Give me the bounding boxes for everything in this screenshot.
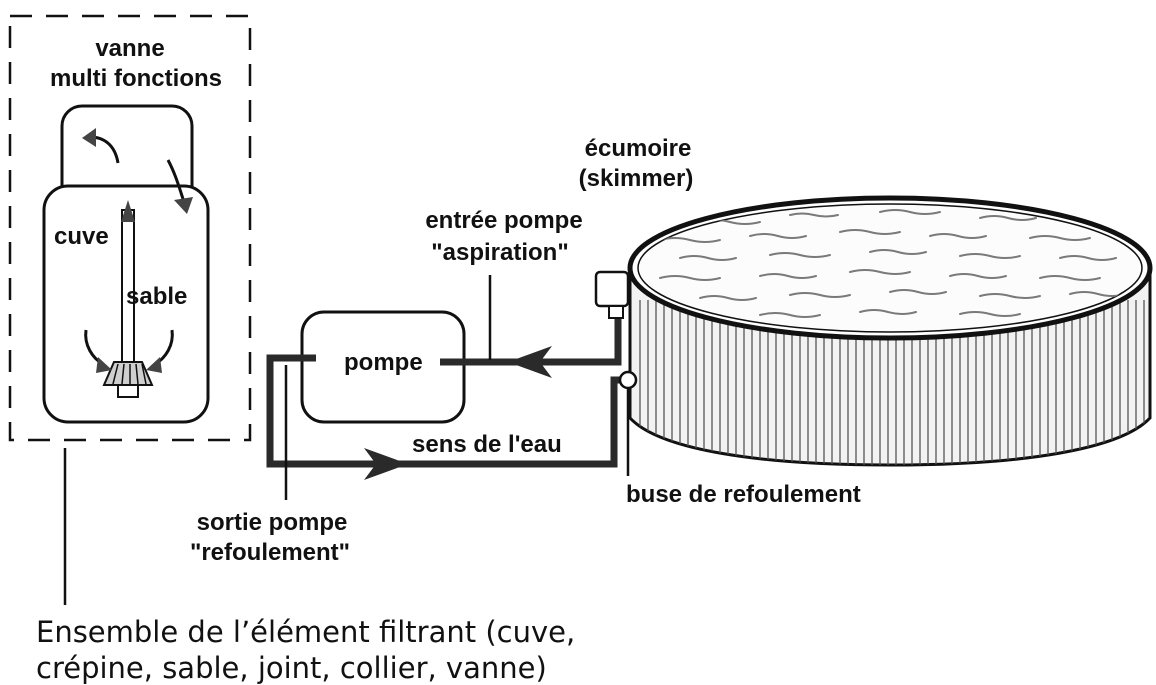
tube-up-arrow	[121, 200, 135, 222]
ecumoire-label-line2: (skimmer)	[579, 165, 694, 192]
tank-left-arrowhead	[96, 357, 112, 373]
strainer-base	[117, 384, 139, 398]
ecumoire-label-line1: écumoire	[585, 135, 692, 162]
skimmer-outlet	[608, 305, 624, 319]
caption-line1: Ensemble de l’élément filtrant (cuve,	[36, 615, 575, 649]
suction-flow-arrow	[508, 346, 552, 378]
sable-label: sable	[126, 283, 187, 310]
tank-right-arrowhead	[146, 357, 162, 373]
pool-water-surface	[637, 203, 1143, 333]
caption-line2: crépine, sable, joint, collier, vanne)	[36, 651, 547, 685]
water-ripples	[659, 209, 1127, 318]
pump-box	[300, 310, 466, 424]
discharge-pipe	[266, 354, 626, 468]
entree-pompe-label-line1: entrée pompe	[425, 207, 582, 234]
sortie-pompe-label-line2: "refoulement"	[190, 539, 350, 566]
return-nozzle	[618, 370, 638, 390]
vanne-label-line1: vanne	[95, 35, 164, 62]
cuve-label: cuve	[54, 223, 109, 250]
entree-pompe-label-line2: "aspiration"	[431, 239, 568, 266]
skimmer-box	[594, 270, 630, 308]
discharge-flow-arrow	[364, 448, 408, 480]
sortie-pompe-label-line1: sortie pompe	[197, 509, 348, 536]
vanne-label-line2: multi fonctions	[50, 65, 222, 92]
valve-left-arrowhead	[82, 128, 96, 147]
sens-eau-label: sens de l'eau	[412, 431, 562, 458]
filter-assembly-dashed-box	[8, 14, 252, 442]
suction-pipe	[440, 310, 622, 366]
valve-right-arrowhead	[174, 197, 193, 214]
buse-refoulement-label: buse de refoulement	[626, 481, 861, 508]
pompe-label: pompe	[344, 349, 423, 376]
strainer-slots	[112, 363, 147, 385]
